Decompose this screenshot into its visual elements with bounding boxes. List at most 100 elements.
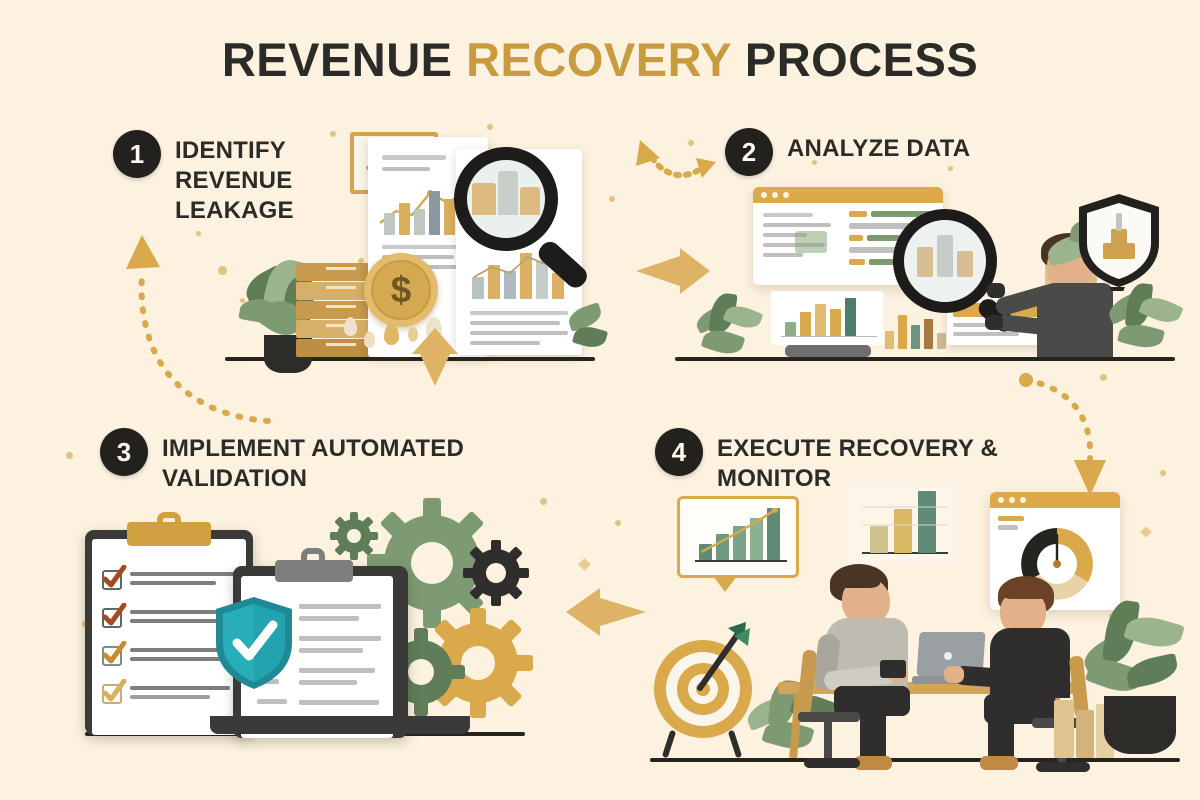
checklist-row[interactable]: [102, 565, 237, 596]
arrow-step1-to-step2: [636, 248, 710, 294]
step-3-title: IMPLEMENT AUTOMATED VALIDATION: [162, 428, 532, 494]
confetti-dot: [540, 498, 547, 505]
check-icon: [102, 679, 127, 702]
magnifying-glass-icon: [454, 147, 599, 292]
title-highlight: RECOVERY: [466, 33, 732, 86]
leaf-icon: [1123, 652, 1181, 690]
bar: [536, 261, 548, 299]
step-2: 2 ANALYZE DATA: [620, 0, 1200, 390]
bar: [911, 325, 920, 349]
step-4: 4 EXECUTE RECOVERY & MONITOR: [620, 400, 1200, 800]
bar: [830, 309, 841, 336]
step-3: 3 IMPLEMENT AUTOMATED VALIDATION: [0, 400, 620, 800]
bar: [384, 213, 395, 235]
bar: [767, 508, 780, 560]
leak-drop: [344, 317, 357, 336]
confetti-dot: [330, 131, 336, 137]
chart-gridlines: [862, 506, 948, 526]
person-right: [944, 576, 1100, 772]
bar: [504, 271, 516, 299]
gauge-donut-chart: [1021, 528, 1093, 600]
clipboard-ring: [157, 512, 181, 532]
title-part-one: REVENUE: [221, 33, 467, 86]
ground-line: [225, 357, 595, 361]
confetti-dot: [688, 140, 694, 146]
step-3-illustration: [85, 498, 535, 750]
step-1-title: IDENTIFY REVENUE LEAKAGE: [175, 130, 335, 227]
confetti-dot: [358, 258, 364, 264]
arrow-step1-down: [412, 328, 458, 386]
leak-drop: [384, 323, 399, 345]
bar: [399, 203, 410, 235]
shield-badge-icon: [1073, 191, 1165, 301]
step-1-illustration: $: [220, 132, 609, 373]
step-4-illustration: [650, 482, 1190, 772]
confetti-dot: [615, 520, 621, 526]
arrow-curved-top: [630, 138, 720, 188]
shoe: [980, 756, 1018, 770]
bar: [472, 277, 484, 299]
check-icon: [102, 603, 127, 626]
plant-left: [692, 287, 775, 359]
check-icon: [102, 565, 127, 588]
bar: [414, 209, 425, 235]
bar: [429, 191, 440, 235]
gear-icon-dark: [463, 540, 529, 606]
bar: [785, 322, 796, 336]
step-1-title-text: IDENTIFY REVENUE LEAKAGE: [175, 137, 294, 225]
clipboard-front: [233, 548, 408, 738]
arrow-step3-to-step1: [118, 225, 278, 425]
bar: [815, 304, 826, 336]
step-3-number-badge: 3: [100, 428, 148, 476]
bar: [898, 315, 907, 349]
plant-right: [565, 301, 609, 359]
step-3-title-text: IMPLEMENT AUTOMATED VALIDATION: [162, 435, 465, 493]
arrow-icon: [697, 622, 750, 691]
ground-line: [650, 758, 1180, 762]
step-1: 1 IDENTIFY REVENUE LEAKAGE: [0, 0, 620, 390]
ground-line: [675, 357, 1175, 361]
window-title-bar: [990, 492, 1120, 508]
checklist-row[interactable]: [102, 679, 237, 710]
hand: [987, 283, 1005, 298]
chair-post: [824, 720, 832, 762]
title-part-two: PROCESS: [731, 33, 979, 86]
legs-lower: [860, 706, 886, 764]
hand: [944, 666, 964, 683]
leak-drop: [364, 331, 375, 348]
step-4-header: 4 EXECUTE RECOVERY & MONITOR: [655, 428, 1017, 494]
gear-icon-gold: [423, 608, 533, 718]
step-3-header: 3 IMPLEMENT AUTOMATED VALIDATION: [100, 428, 532, 494]
plant-pot: [1104, 696, 1176, 754]
checklist-row[interactable]: [102, 603, 237, 634]
bar: [800, 312, 811, 336]
bar: [885, 331, 894, 349]
checklist-row[interactable]: [102, 641, 237, 672]
step-4-title: EXECUTE RECOVERY & MONITOR: [717, 428, 1017, 494]
device-in-hand: [880, 660, 906, 678]
clipboard-clamp-front: [275, 560, 353, 582]
window-title-bar: [753, 187, 943, 203]
step-2-header: 2 ANALYZE DATA: [725, 128, 970, 176]
arrow-step2-to-step4: [1014, 368, 1124, 500]
confetti-dot: [66, 452, 73, 459]
bar: [937, 333, 946, 349]
arrow-step4-to-step3: [566, 588, 646, 636]
bar: [520, 253, 532, 299]
confetti-dot: [948, 166, 953, 171]
laptop-base: [210, 716, 470, 734]
bar: [845, 298, 856, 336]
leaf-icon: [1116, 320, 1166, 352]
magnifying-glass-icon: [893, 209, 1018, 336]
bar: [444, 199, 455, 235]
chair-wheelbase: [804, 758, 860, 768]
confetti-dot: [1100, 374, 1107, 381]
confetti-dot: [240, 298, 245, 303]
check-icon: [102, 641, 127, 664]
step-1-header: 1 IDENTIFY REVENUE LEAKAGE: [113, 130, 335, 227]
confetti-dot: [812, 160, 817, 165]
bar: [894, 509, 912, 553]
secondary-chart: [881, 303, 951, 349]
step-2-title-text: ANALYZE DATA: [787, 135, 971, 162]
